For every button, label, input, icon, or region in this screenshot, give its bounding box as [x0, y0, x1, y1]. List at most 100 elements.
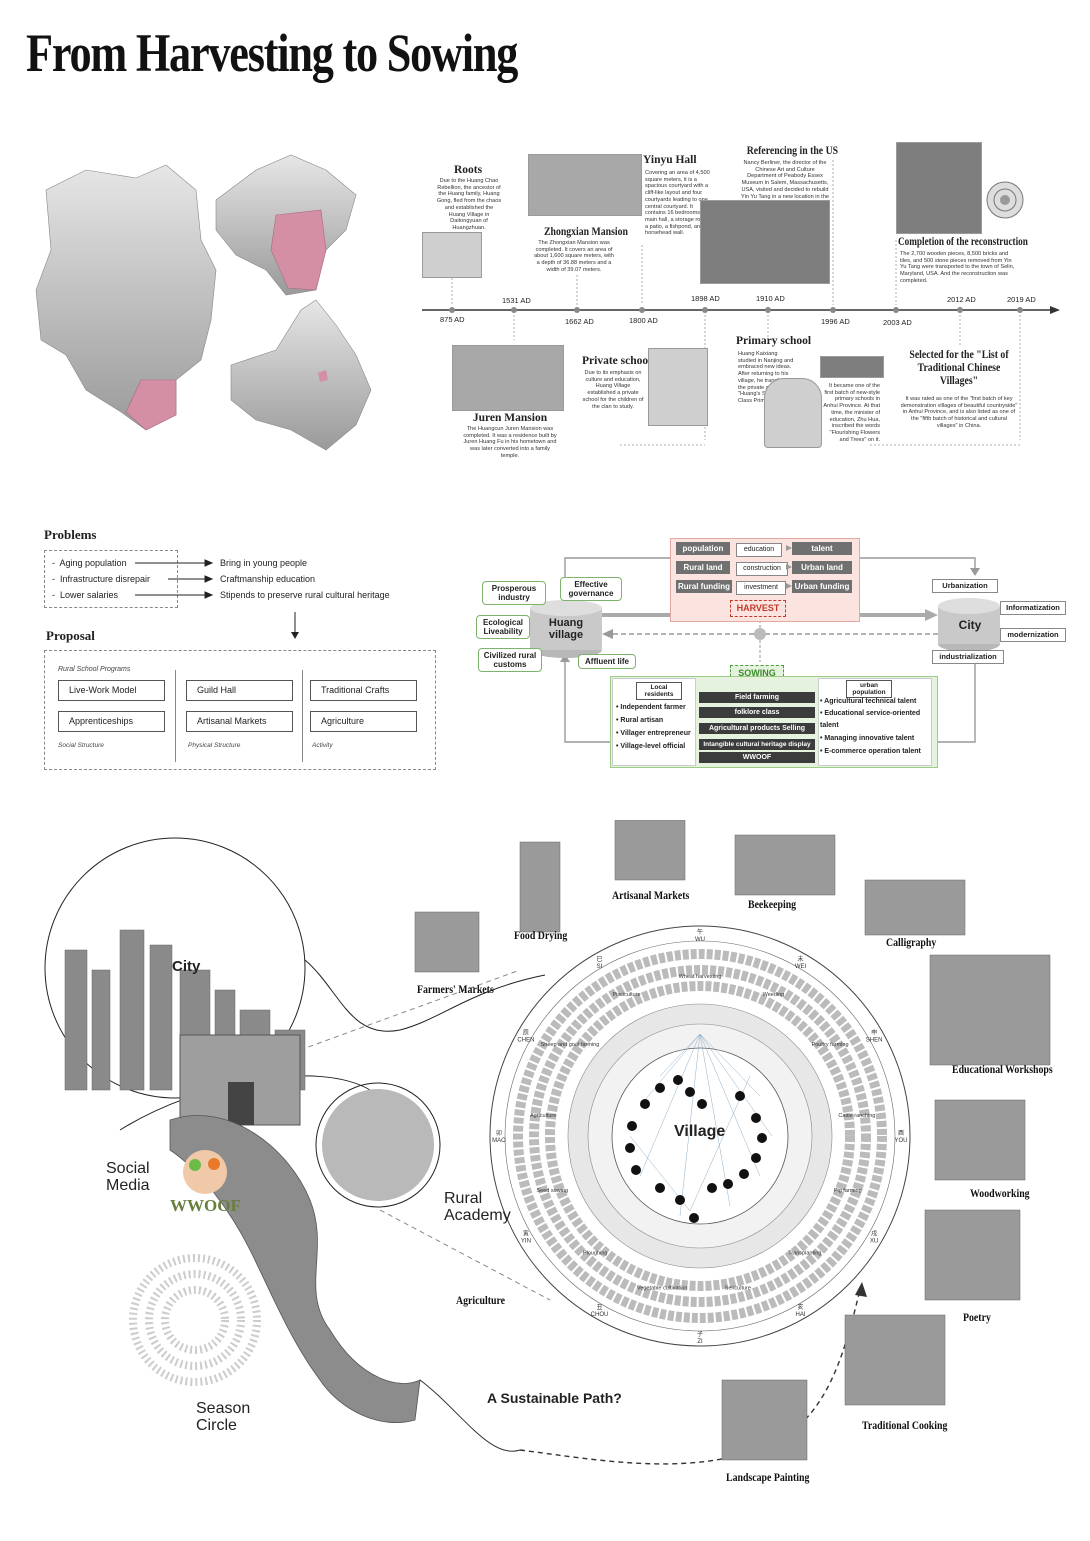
solution-item: Bring in young people [220, 558, 308, 568]
activity-label: Artisanal Markets [612, 888, 690, 902]
year-label: 1898 AD [691, 294, 720, 303]
flow-from: Rural land [676, 561, 730, 574]
sustainable-caption: A Sustainable Path? [487, 1390, 622, 1406]
ring-label: Weeding [763, 992, 785, 998]
activity-label: Landscape Painting [726, 1470, 810, 1484]
problem-arrows [135, 559, 214, 599]
activity-label: Poetry [963, 1310, 991, 1324]
year-label: 875 AD [440, 315, 465, 324]
local-residents-heading: Local residents [636, 682, 682, 700]
zhongxian-text: The Zhongxian Mansion was completed. It … [534, 240, 614, 273]
proposal-subtitle: Rural School Programs [58, 666, 131, 673]
bottom-collage [44, 820, 1051, 1465]
proposal-box [44, 650, 436, 770]
city-goal-box: Informatization [1000, 601, 1066, 615]
referencing-photo [700, 200, 830, 284]
branch-cn-label: 子 [697, 1331, 703, 1338]
flow-from: Rural funding [676, 580, 732, 593]
highlight-region [125, 379, 177, 431]
season-circle-caption: Season Circle [196, 1400, 251, 1434]
timeline-axis [422, 306, 1060, 314]
branch-cn-label: 酉 [898, 1130, 904, 1137]
solution-item: Stipends to preserve rural cultural heri… [220, 590, 390, 600]
problem-item: - Lower salaries [52, 590, 119, 600]
urban-item: • Managing innovative talent [820, 735, 915, 742]
referencing-title: Referencing in the US [746, 145, 839, 157]
juren-title: Juren Mansion [472, 412, 548, 424]
goal-box: Civilized rural customs [478, 648, 542, 672]
wheel-labels: 午WU未WEI申SHEN酉YOU戌XU亥HAI子ZI丑CHOU寅YIN卯MAO辰… [492, 928, 907, 1345]
yinyu-text: Covering an area of 4,500 square meters,… [645, 170, 710, 237]
branch-py-label: MAO [492, 1138, 506, 1144]
branch-cn-label: 戌 [871, 1230, 877, 1238]
zhongxian-title: Zhongxian Mansion [544, 226, 628, 238]
goal-box: Affluent life [578, 654, 636, 669]
city-label: City [958, 618, 982, 632]
solution-item: Craftmanship education [220, 574, 316, 584]
activity-label: Traditional Cooking [862, 1418, 948, 1432]
branch-py-label: ZI [697, 1339, 703, 1345]
city-cylinder [938, 598, 1000, 652]
branch-py-label: YIN [521, 1239, 531, 1245]
roots-text: Due to the Huang Chao Rebellion, the anc… [436, 178, 502, 231]
column-label: Social Structure [58, 742, 104, 749]
branch-cn-label: 巳 [596, 956, 602, 963]
selected-title: Selected for the "List of Traditional Ch… [909, 349, 1009, 387]
resident-item: • Rural artisan [616, 717, 664, 724]
branch-py-label: XU [870, 1239, 878, 1245]
rural-academy-caption: Rural Academy [444, 1190, 511, 1224]
sowing-program: Agricultural products Selling [699, 723, 815, 734]
branch-py-label: SI [597, 964, 603, 970]
problem-item: - Infrastructure disrepair [52, 574, 151, 584]
column-label: Physical Structure [188, 742, 241, 749]
harvest-label: HARVEST [730, 600, 786, 617]
private-text: Due to its emphasis on culture and educa… [582, 370, 644, 410]
primary-text2: It became one of the first batch of new-… [823, 383, 880, 443]
inscription-photo [820, 356, 884, 378]
region-maps [35, 154, 372, 451]
program-agriculture: Agriculture [310, 711, 417, 732]
ring-label: Seed sowing [537, 1188, 569, 1194]
page-title: From Harvesting to Sowing [26, 23, 518, 83]
branch-cn-label: 亥 [797, 1303, 803, 1311]
ring-label: Agriculture [530, 1113, 556, 1119]
zhongxian-photo [528, 154, 642, 216]
ring-label: Vegetable cultivation [637, 1285, 687, 1291]
branch-py-label: WU [695, 937, 705, 943]
year-label: 1662 AD [565, 317, 594, 326]
primary-title: Primary school [736, 335, 812, 347]
resident-item: • Villager entrepreneur [616, 730, 691, 737]
juren-photo [452, 345, 564, 411]
primary-photo [764, 378, 822, 448]
year-label: 1800 AD [629, 316, 658, 325]
social-media-caption: Social Media [106, 1160, 150, 1194]
program-traditional-crafts: Traditional Crafts [310, 680, 417, 701]
roots-title: Roots [453, 164, 483, 176]
sowing-program: WWOOF [699, 752, 815, 763]
flow-to: talent [792, 542, 852, 555]
flow-to: Urban land [792, 561, 852, 574]
branch-cn-label: 午 [697, 928, 703, 936]
activity-label: Farmers' Markets [417, 982, 494, 996]
goal-box: Effective governance [560, 577, 622, 601]
program-apprenticeships: Apprenticeships [58, 711, 165, 732]
activity-label: Food Drying [514, 928, 568, 942]
year-label: 2012 AD [947, 295, 976, 304]
year-label: 2003 AD [883, 318, 912, 327]
private-title: Private school [582, 355, 652, 367]
activity-label: Woodworking [970, 1186, 1030, 1200]
ring-label: Sericulture [725, 1285, 751, 1291]
problems-heading: Problems [44, 527, 97, 542]
province-map [35, 164, 217, 431]
sowing-program: folklore class [699, 707, 815, 718]
city-caption: City [172, 958, 201, 975]
activity-label: Educational Workshops [952, 1062, 1053, 1076]
branch-py-label: CHOU [591, 1312, 609, 1318]
activity-label: Beekeeping [748, 897, 797, 911]
ring-label: Ploughing [583, 1250, 607, 1256]
branch-py-label: YOU [894, 1138, 907, 1144]
branch-py-label: HAI [795, 1312, 805, 1318]
village-caption: Village [674, 1123, 726, 1140]
ring-label: Transplanting [788, 1250, 821, 1256]
timeline-connectors [451, 160, 1021, 446]
